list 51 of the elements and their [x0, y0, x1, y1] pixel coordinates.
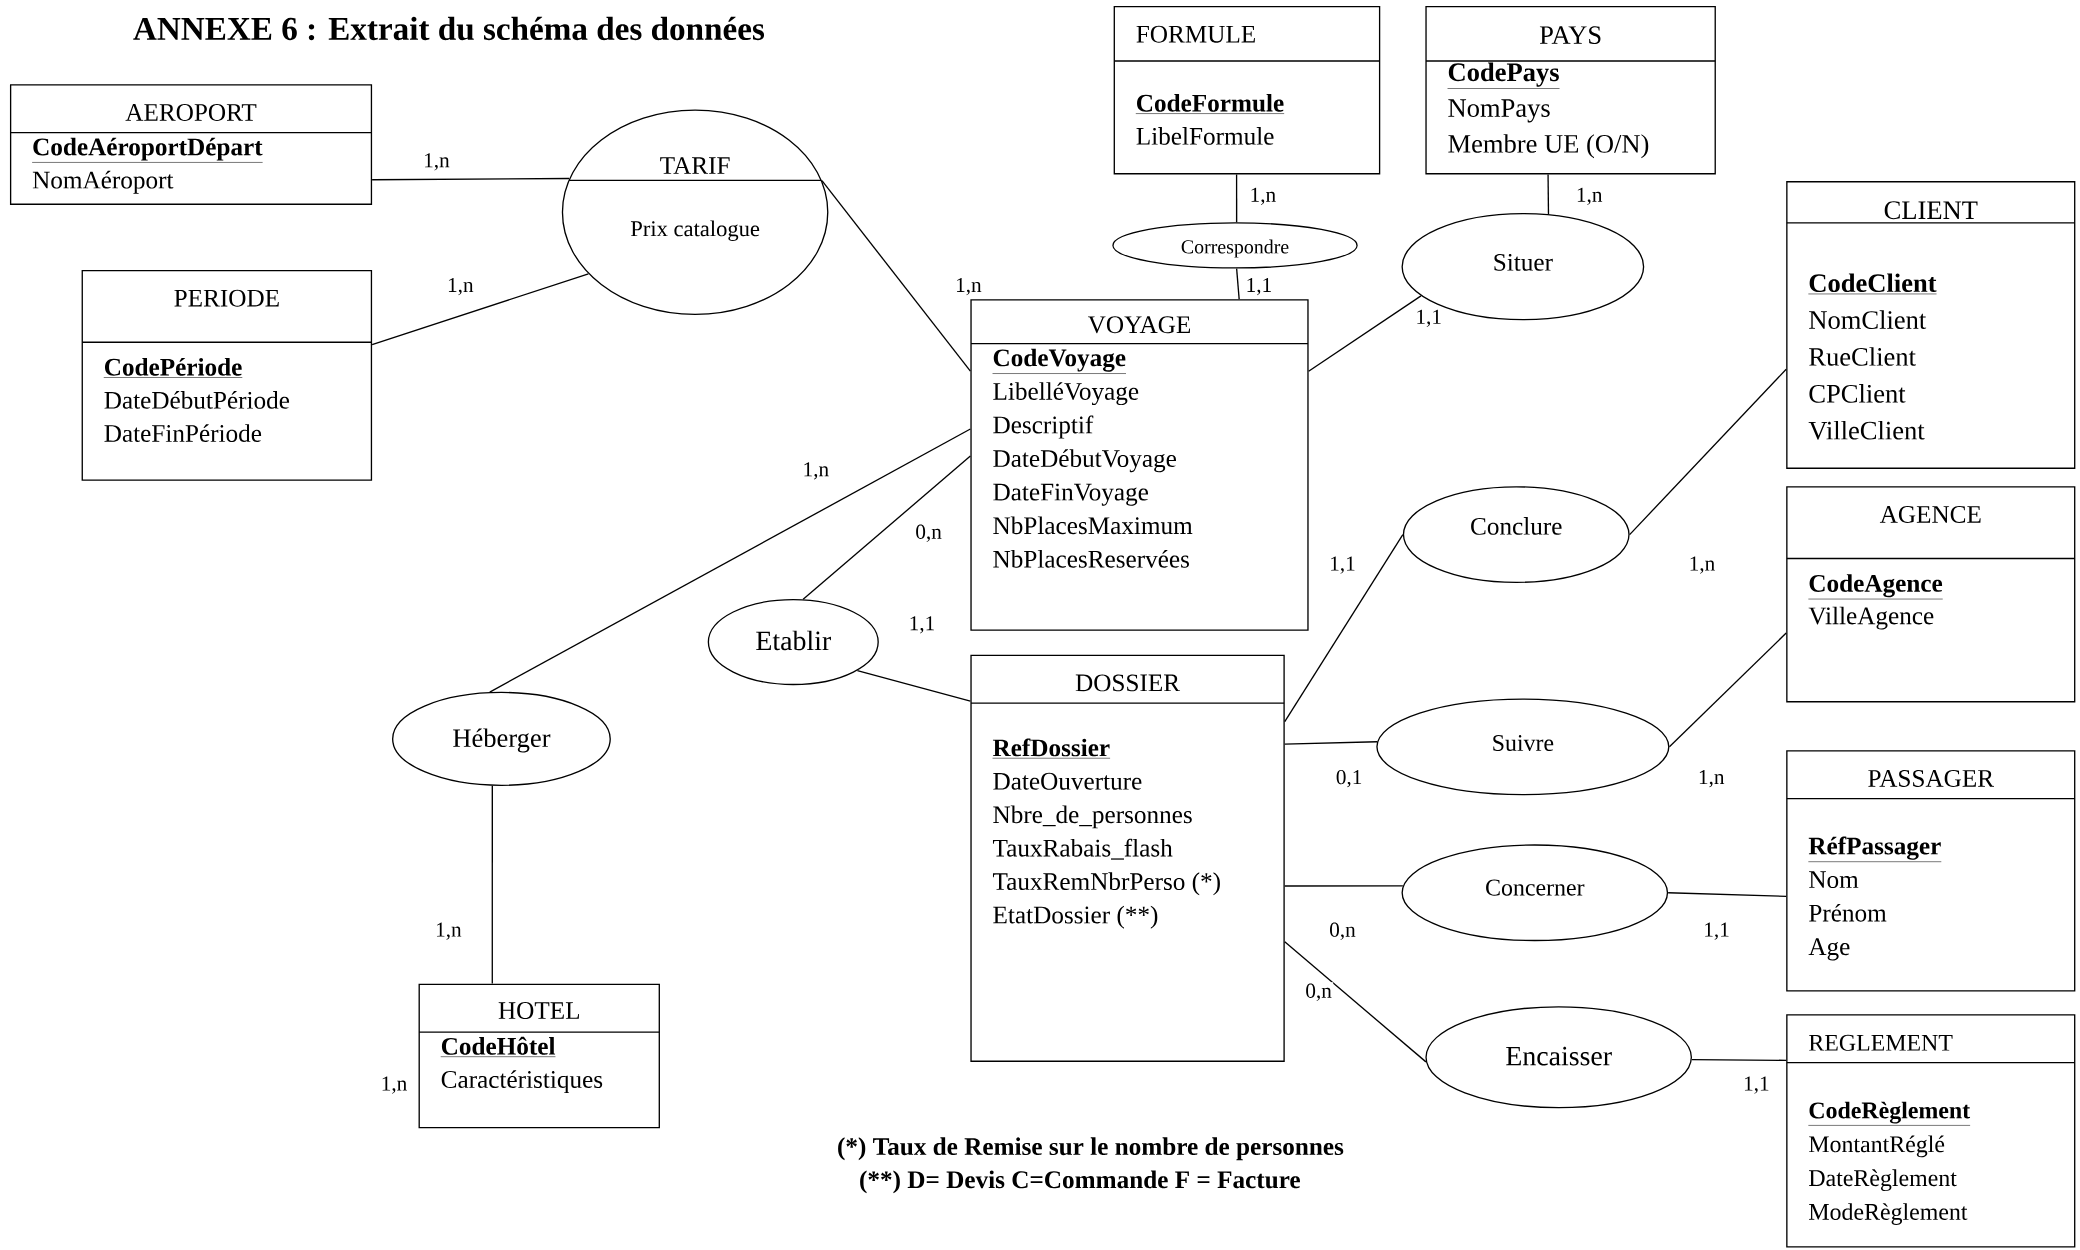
cardinality-label: 0,n — [1327, 921, 1358, 942]
cardinality-label: 1,n — [801, 461, 831, 482]
cardinality-label: 1,n — [1248, 186, 1278, 207]
footnote: (*) Taux de Remise sur le nombre de personnes — [838, 1137, 1344, 1161]
cardinality-label: 0,n — [1304, 982, 1334, 1003]
connector-line — [1235, 268, 1240, 300]
entity-box: PERIODE CodePériode DateDébutPériode DateFinPériode — [81, 270, 373, 482]
cardinality-label: 1,n — [1696, 768, 1726, 789]
connector-line — [1629, 368, 1787, 536]
cardinality-label: 1,n — [1687, 555, 1717, 576]
entity-box: HOTEL CodeHôtel Caractéristiques — [418, 983, 660, 1129]
connector-line — [1307, 295, 1422, 373]
connector-line — [491, 785, 493, 985]
cardinality-label: 1,n — [1574, 186, 1604, 207]
footnote: (**) D= Devis C=Commande F = Facture — [860, 1170, 1300, 1194]
cardinality-label: 1,1 — [907, 615, 937, 635]
cardinality-label: 1,n — [953, 276, 983, 297]
entity-box: FORMULE CodeFormule LibelFormule — [1113, 6, 1381, 175]
entity-box: VOYAGE CodeVoyage LibelléVoyage Descriptif DateDébutVoyage DateFinVoyage NbPlacesMaximum NbPlacesReservées — [970, 299, 1309, 631]
cardinality-label: 1,1 — [1244, 276, 1274, 297]
cardinality-label: 1,1 — [1701, 921, 1732, 942]
cardinality-label: 1,1 — [1327, 555, 1358, 576]
cardinality-label: 1,1 — [1741, 1075, 1771, 1096]
cardinality-label: 0,n — [914, 523, 944, 544]
entity-box: CLIENT CodeClient NomClient RueClient CPClient VilleClient — [1786, 181, 2076, 470]
connector-line — [1668, 632, 1787, 748]
connector-line — [489, 428, 972, 693]
cardinality-label: 1,n — [445, 276, 475, 297]
title: ANNEXE 6 : Extrait du schéma des données — [133, 16, 765, 41]
connector-line — [1284, 941, 1427, 1063]
entity-box: REGLEMENT CodeRèglement MontantRéglé DateRèglement ModeRèglement — [1786, 1014, 2076, 1248]
connector-line — [1284, 885, 1404, 887]
connector-line — [1284, 534, 1404, 723]
entity-box: AEROPORT CodeAéroportDépart NomAéroport — [9, 84, 373, 206]
cardinality-label: 1,n — [433, 921, 463, 942]
connector-line — [371, 273, 590, 346]
entity-box: PAYS CodePays NomPays Membre UE (O/N) — [1425, 6, 1716, 175]
connector-line — [821, 180, 972, 373]
connector-line — [856, 670, 972, 702]
connector-line — [1691, 1059, 1787, 1062]
cardinality-label: 0,1 — [1334, 768, 1364, 789]
connector-line — [1667, 892, 1787, 898]
entity-box: DOSSIER RefDossier DateOuverture Nbre_de_personnes TauxRabais_flash TauxRemNbrPerso (*) EtatDossier (**) — [970, 654, 1285, 1063]
connector-line — [1235, 173, 1238, 224]
entity-box: PASSAGER RéfPassager Nom Prénom Age — [1786, 750, 2076, 992]
entity-box: AGENCE CodeAgence VilleAgence — [1786, 486, 2076, 703]
connector-line — [1284, 741, 1378, 745]
cardinality-label: 1,n — [421, 152, 452, 172]
connector-line — [371, 178, 570, 181]
connector-line — [802, 455, 972, 601]
connector-line — [1547, 173, 1550, 215]
